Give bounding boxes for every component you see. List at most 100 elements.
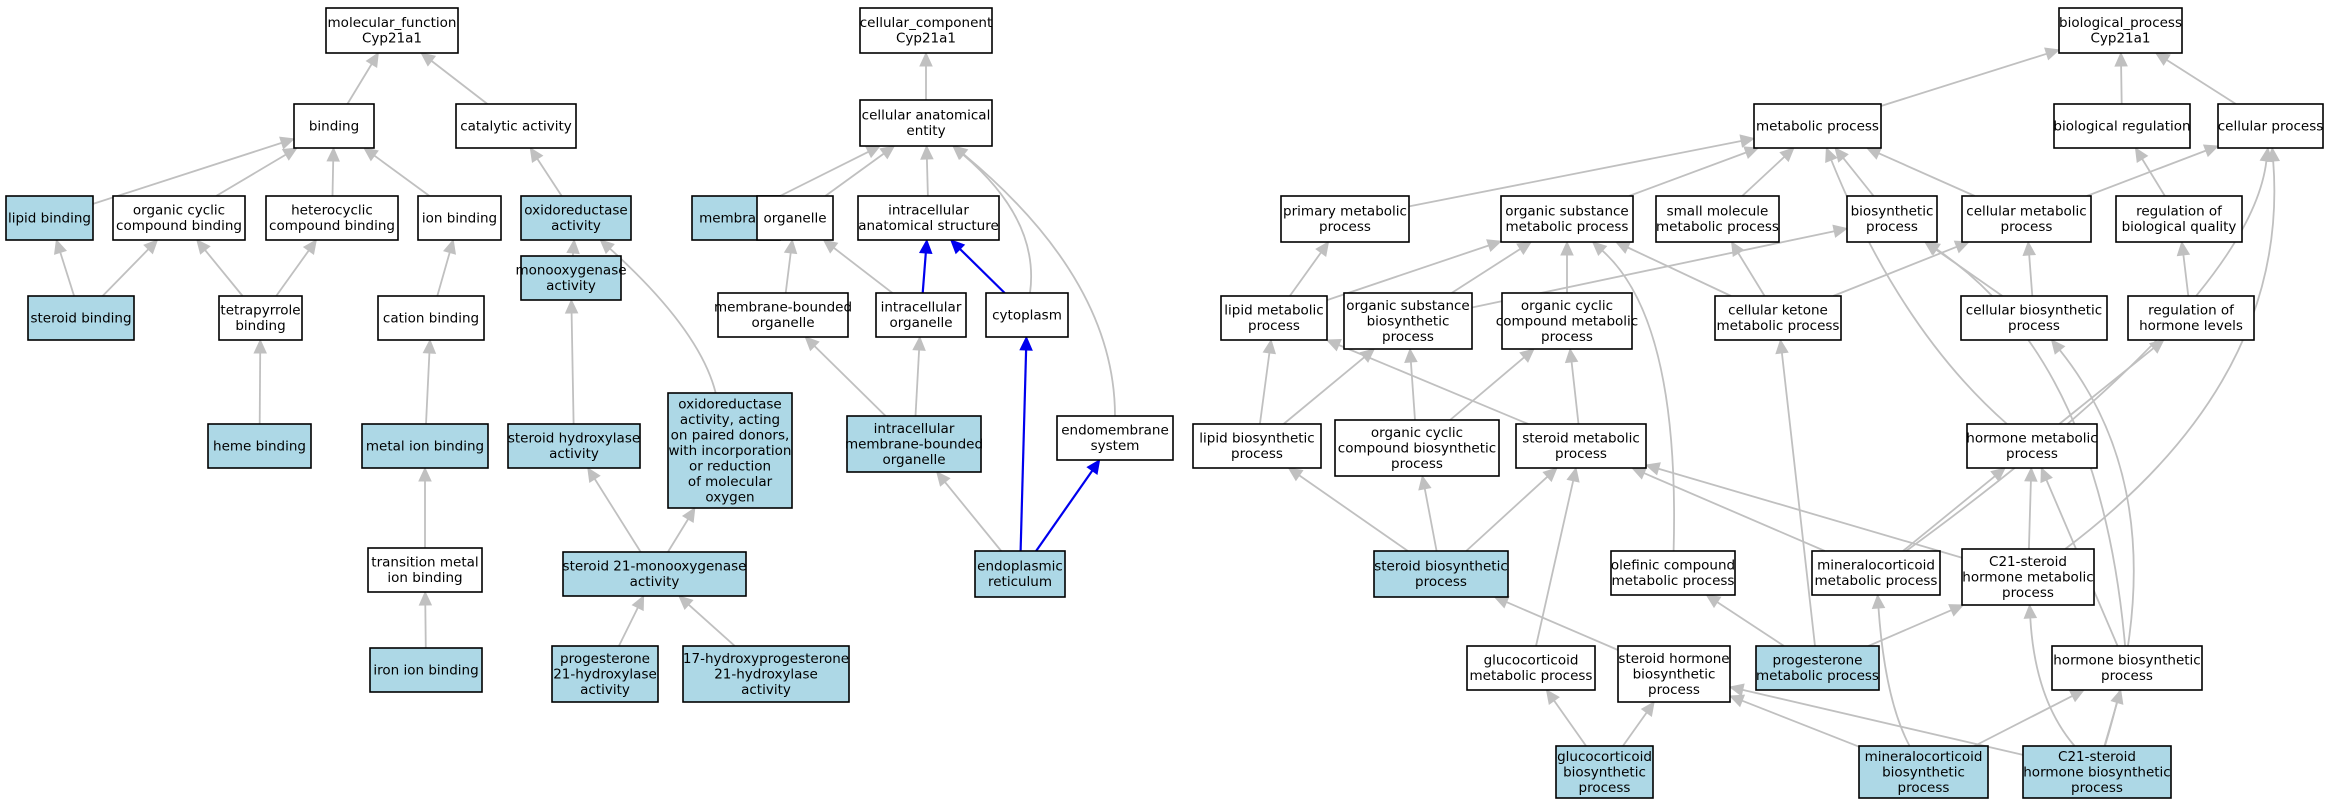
edge-membrane-to-cae <box>779 145 882 197</box>
node-label-line: process <box>1415 574 1467 590</box>
edge-arrowhead <box>1418 474 1432 491</box>
edge-arrowhead <box>2202 144 2220 158</box>
node-box <box>367 547 483 593</box>
edge-c21_bio-to-c21_met <box>2023 603 2076 747</box>
edge-arrowhead <box>2050 339 2066 355</box>
edge-line <box>914 349 920 417</box>
edge-line <box>1423 488 1438 552</box>
node-label-line: cellular anatomical <box>862 108 991 124</box>
node-box <box>1960 295 2108 341</box>
node-box <box>1846 195 1938 243</box>
edge-arrowhead <box>1705 594 1722 609</box>
node-box <box>1966 423 2098 469</box>
node-box <box>2115 195 2243 243</box>
node-label-line: compound biosynthetic <box>1338 440 1496 456</box>
edge-steroid_binding-to-orgcyc_binding <box>101 239 159 297</box>
edge-oxidoreductase-to-catalytic <box>529 147 563 197</box>
node-label-line: process <box>1248 318 1300 334</box>
edge-c21_met-to-hormone_met <box>2024 466 2038 550</box>
edge-arrowhead <box>302 239 317 255</box>
edge-line <box>92 142 282 205</box>
edge-mineral_bio-to-mineral_met <box>1871 593 1911 747</box>
edge-arrowhead <box>1564 347 1579 364</box>
edge-arrowhead <box>1728 694 1746 708</box>
edge-line <box>944 481 1002 552</box>
edge-line <box>1973 695 2073 747</box>
node-label-line: process <box>2101 668 2153 684</box>
edge-arrowhead <box>912 335 926 351</box>
edge-arrowhead <box>1019 335 1033 351</box>
edge-biosynthetic-to-metabolic <box>1834 147 1875 197</box>
node-label-line: glucocorticoid <box>1557 749 1652 765</box>
node-label-line: biosynthetic <box>1882 764 1965 780</box>
edge-line <box>1259 352 1271 425</box>
edge-steroid_hydroxylase-to-monooxygenase <box>564 298 579 425</box>
node-label-line: hormone metabolic <box>1966 431 2097 447</box>
edge-primary_met-to-metabolic <box>1408 134 1756 208</box>
edge-arrowhead <box>2068 689 2086 703</box>
edge-lipid_binding-to-binding <box>92 136 296 205</box>
edge-line <box>1465 476 1548 552</box>
node-label-line: process <box>1866 219 1918 235</box>
node-label-line: metabolic process <box>1717 318 1840 334</box>
edge-arrowhead <box>1545 689 1560 705</box>
edge-orgcyc_binding-to-binding <box>215 147 298 197</box>
edge-line <box>1716 601 1785 647</box>
edge-arrowhead <box>418 466 432 482</box>
node-box <box>857 195 1000 241</box>
node-label-line: metabolic process <box>1756 668 1879 684</box>
go-term-node-steroid-binding: steroid binding <box>27 295 135 341</box>
node-label-line: 21-hydroxylase <box>553 666 657 682</box>
node-label-line: activity <box>546 278 596 294</box>
node-box <box>1858 745 1989 799</box>
edge-line <box>688 604 736 647</box>
edge-mineral_met-to-hormone_met <box>1902 467 2006 552</box>
edge-arrowhead <box>326 146 340 162</box>
edge-arrowhead <box>2044 47 2061 61</box>
go-term-node-metal-ion: metal ion binding <box>361 423 489 469</box>
edge-arrowhead <box>1542 467 1558 483</box>
node-box <box>507 423 641 469</box>
node-label-line: organic cyclic <box>1521 298 1613 314</box>
edge-line <box>1019 349 1028 552</box>
edge-gluco_bio-to-gluco_met <box>1545 689 1587 747</box>
edge-line <box>1326 244 1489 301</box>
edge-line <box>1643 472 1826 552</box>
edge-line <box>1410 361 1416 421</box>
edge-arrowhead <box>363 147 379 162</box>
edge-arrowhead <box>281 147 298 161</box>
node-box <box>207 423 312 469</box>
node-label-line: metabolic process <box>1656 219 1779 235</box>
node-label-line: process <box>1898 780 1950 796</box>
edge-line <box>618 607 639 647</box>
node-label-line: membrane-bounded <box>845 436 983 452</box>
edge-arrowhead <box>1779 147 1795 163</box>
node-label-line: system <box>1091 438 1140 454</box>
edge-arrowhead <box>1086 459 1101 475</box>
edge-orgcyc_bio-to-orgcyc_met <box>1449 348 1535 421</box>
edge-arrowhead <box>918 238 933 254</box>
edge-line <box>1035 470 1094 552</box>
edge-line <box>275 250 310 297</box>
edge-arrowhead <box>879 145 896 160</box>
edge-line <box>609 248 717 394</box>
edge-line <box>1737 252 1766 297</box>
edge-line <box>373 154 431 197</box>
